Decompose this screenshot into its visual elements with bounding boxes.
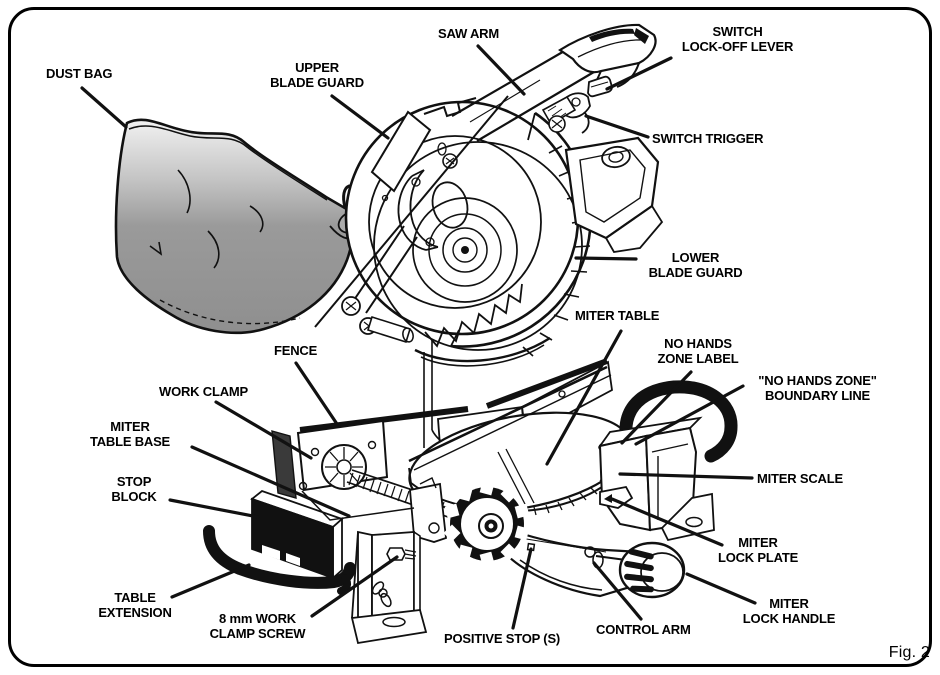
stop-block-drawing [203, 430, 356, 595]
leader-miter-lock-plate [610, 497, 724, 547]
leader-switch-lock-off-lever [605, 56, 673, 91]
leader-table-extension [170, 563, 251, 599]
label-fence: FENCE [274, 343, 318, 358]
label-work-clamp: WORK CLAMP [159, 384, 248, 399]
label-switch-trigger: SWITCH TRIGGER [652, 131, 764, 146]
leader-lines [80, 44, 757, 630]
leader-lower-blade-guard [574, 256, 638, 261]
leader-fence [294, 361, 339, 426]
leader-miter-table-base [190, 445, 351, 518]
label-table-extension: TABLE EXTENSION [98, 590, 172, 621]
leader-positive-stop [511, 547, 533, 630]
label-positive-stop: POSITIVE STOP (S) [444, 631, 561, 646]
blade-guard-drawing [314, 95, 583, 351]
label-no-hands-zone-label: NO HANDS ZONE LABEL [657, 336, 739, 367]
label-work-clamp-screw: 8 mm WORK CLAMP SCREW [209, 611, 306, 642]
leader-upper-blade-guard [330, 94, 390, 140]
leader-miter-scale [618, 472, 754, 480]
leader-saw-arm [476, 44, 526, 96]
clamp-bracket-drawing [301, 490, 428, 645]
motor-housing-drawing [564, 136, 664, 253]
label-lower-blade-guard: LOWER BLADE GUARD [648, 250, 743, 281]
leader-control-arm [592, 561, 643, 621]
leader-stop-block [168, 498, 260, 519]
label-miter-lock-handle: MITER LOCK HANDLE [742, 596, 836, 627]
label-miter-table: MITER TABLE [575, 308, 660, 323]
label-control-arm: CONTROL ARM [596, 622, 691, 637]
saw-arm-drawing [451, 23, 657, 142]
dust-bag-drawing [114, 118, 367, 335]
leader-work-clamp-screw [310, 555, 399, 618]
label-saw-arm: SAW ARM [438, 26, 499, 41]
base-support-drawing [597, 380, 738, 542]
label-miter-lock-plate: MITER LOCK PLATE [717, 535, 799, 566]
label-no-hands-zone-boundary-line: "NO HANDS ZONE" BOUNDARY LINE [758, 373, 877, 404]
leader-no-hands-zone-boundary-line [634, 384, 745, 446]
leader-no-hands-zone-label [620, 370, 693, 445]
leader-switch-trigger [584, 114, 650, 139]
leader-work-clamp [214, 400, 313, 460]
label-miter-table-base: MITER TABLE BASE [89, 419, 171, 450]
label-dust-bag: DUST BAG [46, 66, 113, 81]
leader-dust-bag [80, 86, 128, 129]
figure-border [8, 7, 932, 667]
label-switch-lock-off-lever: SWITCH LOCK-OFF LEVER [681, 24, 794, 55]
label-miter-scale: MITER SCALE [757, 471, 843, 486]
leader-miter-table [545, 329, 623, 466]
label-upper-blade-guard: UPPER BLADE GUARD [270, 60, 364, 91]
work-clamp-drawing [321, 444, 530, 567]
label-stop-block: STOP BLOCK [111, 474, 157, 505]
leader-miter-lock-handle [685, 572, 757, 605]
figure-caption: Fig. 2 [888, 644, 930, 661]
